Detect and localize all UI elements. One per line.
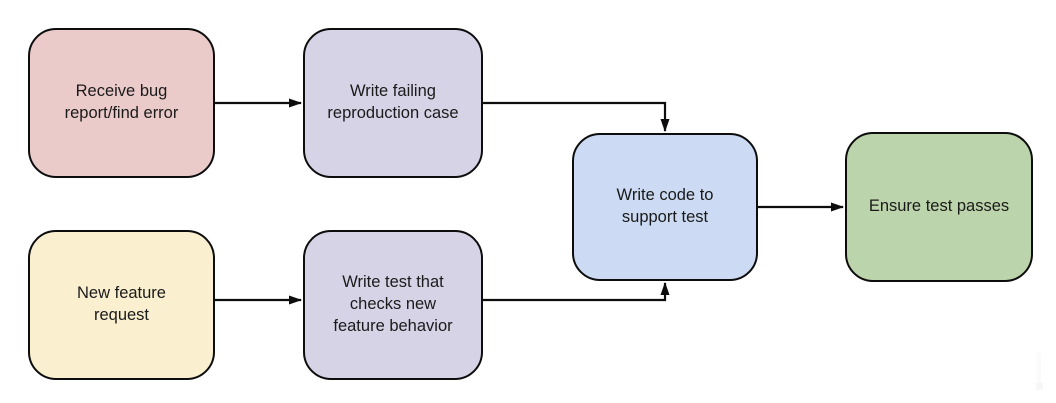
- node-label: Write code to support test: [617, 185, 714, 229]
- node-receive-bug-report: Receive bug report/find error: [28, 28, 215, 178]
- node-label-line: feature behavior: [333, 316, 453, 335]
- node-label-line: checks new: [349, 295, 437, 314]
- node-write-failing-reproduction: Write failing reproduction case: [303, 28, 483, 178]
- node-label: Write test that checks new feature behav…: [333, 272, 452, 337]
- node-label-line: Write test that: [342, 273, 444, 292]
- node-label-line: reproduction case: [327, 104, 459, 122]
- edge-write-test-to-write-code: [483, 282, 670, 302]
- page-edge-artifact-square: [1036, 383, 1043, 390]
- node-write-test-checks-feature: Write test that checks new feature behav…: [303, 230, 483, 380]
- node-label: New feature request: [77, 283, 166, 327]
- node-label: Receive bug report/find error: [65, 81, 179, 125]
- node-label-line: Write code to: [616, 186, 714, 205]
- node-label: Write failing reproduction case: [327, 81, 458, 125]
- node-new-feature-request: New feature request: [28, 230, 215, 380]
- node-label: Ensure test passes: [869, 196, 1009, 218]
- node-label-line: report/find error: [64, 104, 179, 122]
- node-label-line: Receive bug: [75, 82, 168, 101]
- node-label-line: Ensure test passes: [868, 197, 1010, 216]
- edge-write-failing-to-write-code: [483, 101, 670, 132]
- node-ensure-test-passes: Ensure test passes: [845, 132, 1033, 282]
- node-label-line: New feature: [77, 284, 166, 303]
- node-label-line: Write failing: [350, 82, 436, 101]
- node-write-code-support-test: Write code to support test: [572, 133, 758, 281]
- page-edge-artifact-strip: [1037, 353, 1041, 389]
- node-label-line: support test: [621, 208, 709, 226]
- node-label-line: request: [93, 306, 150, 324]
